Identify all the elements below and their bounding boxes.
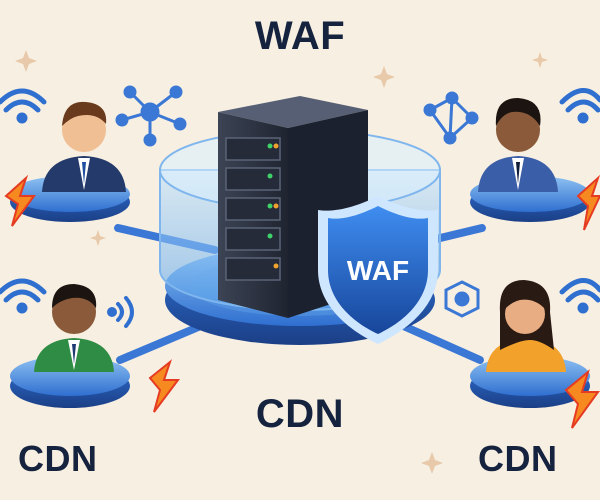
lightning-icon (148, 359, 180, 413)
shield-icon (318, 196, 438, 344)
label-cdn-center: CDN (255, 392, 345, 436)
lightning-icon (564, 369, 600, 429)
wifi-icon (0, 88, 47, 124)
title-waf: WAF (254, 14, 346, 58)
wifi-icon (559, 278, 600, 314)
lightning-icon (4, 174, 36, 227)
person-avatar (478, 98, 558, 192)
person-avatar (34, 284, 114, 372)
network-node-icon (444, 280, 480, 318)
lightning-icon (576, 174, 600, 231)
shield-label: WAF (347, 255, 409, 286)
wifi-icon (559, 88, 600, 124)
person-avatar (486, 280, 566, 372)
label-cdn-right: CDN (478, 438, 558, 479)
person-avatar (42, 101, 126, 192)
network-node-icon (423, 91, 479, 145)
sparkle-icon (15, 50, 548, 474)
wifi-icon (0, 278, 47, 314)
network-node-icon (115, 85, 187, 147)
wifi-icon (107, 296, 134, 328)
label-cdn-left: CDN (18, 438, 98, 479)
